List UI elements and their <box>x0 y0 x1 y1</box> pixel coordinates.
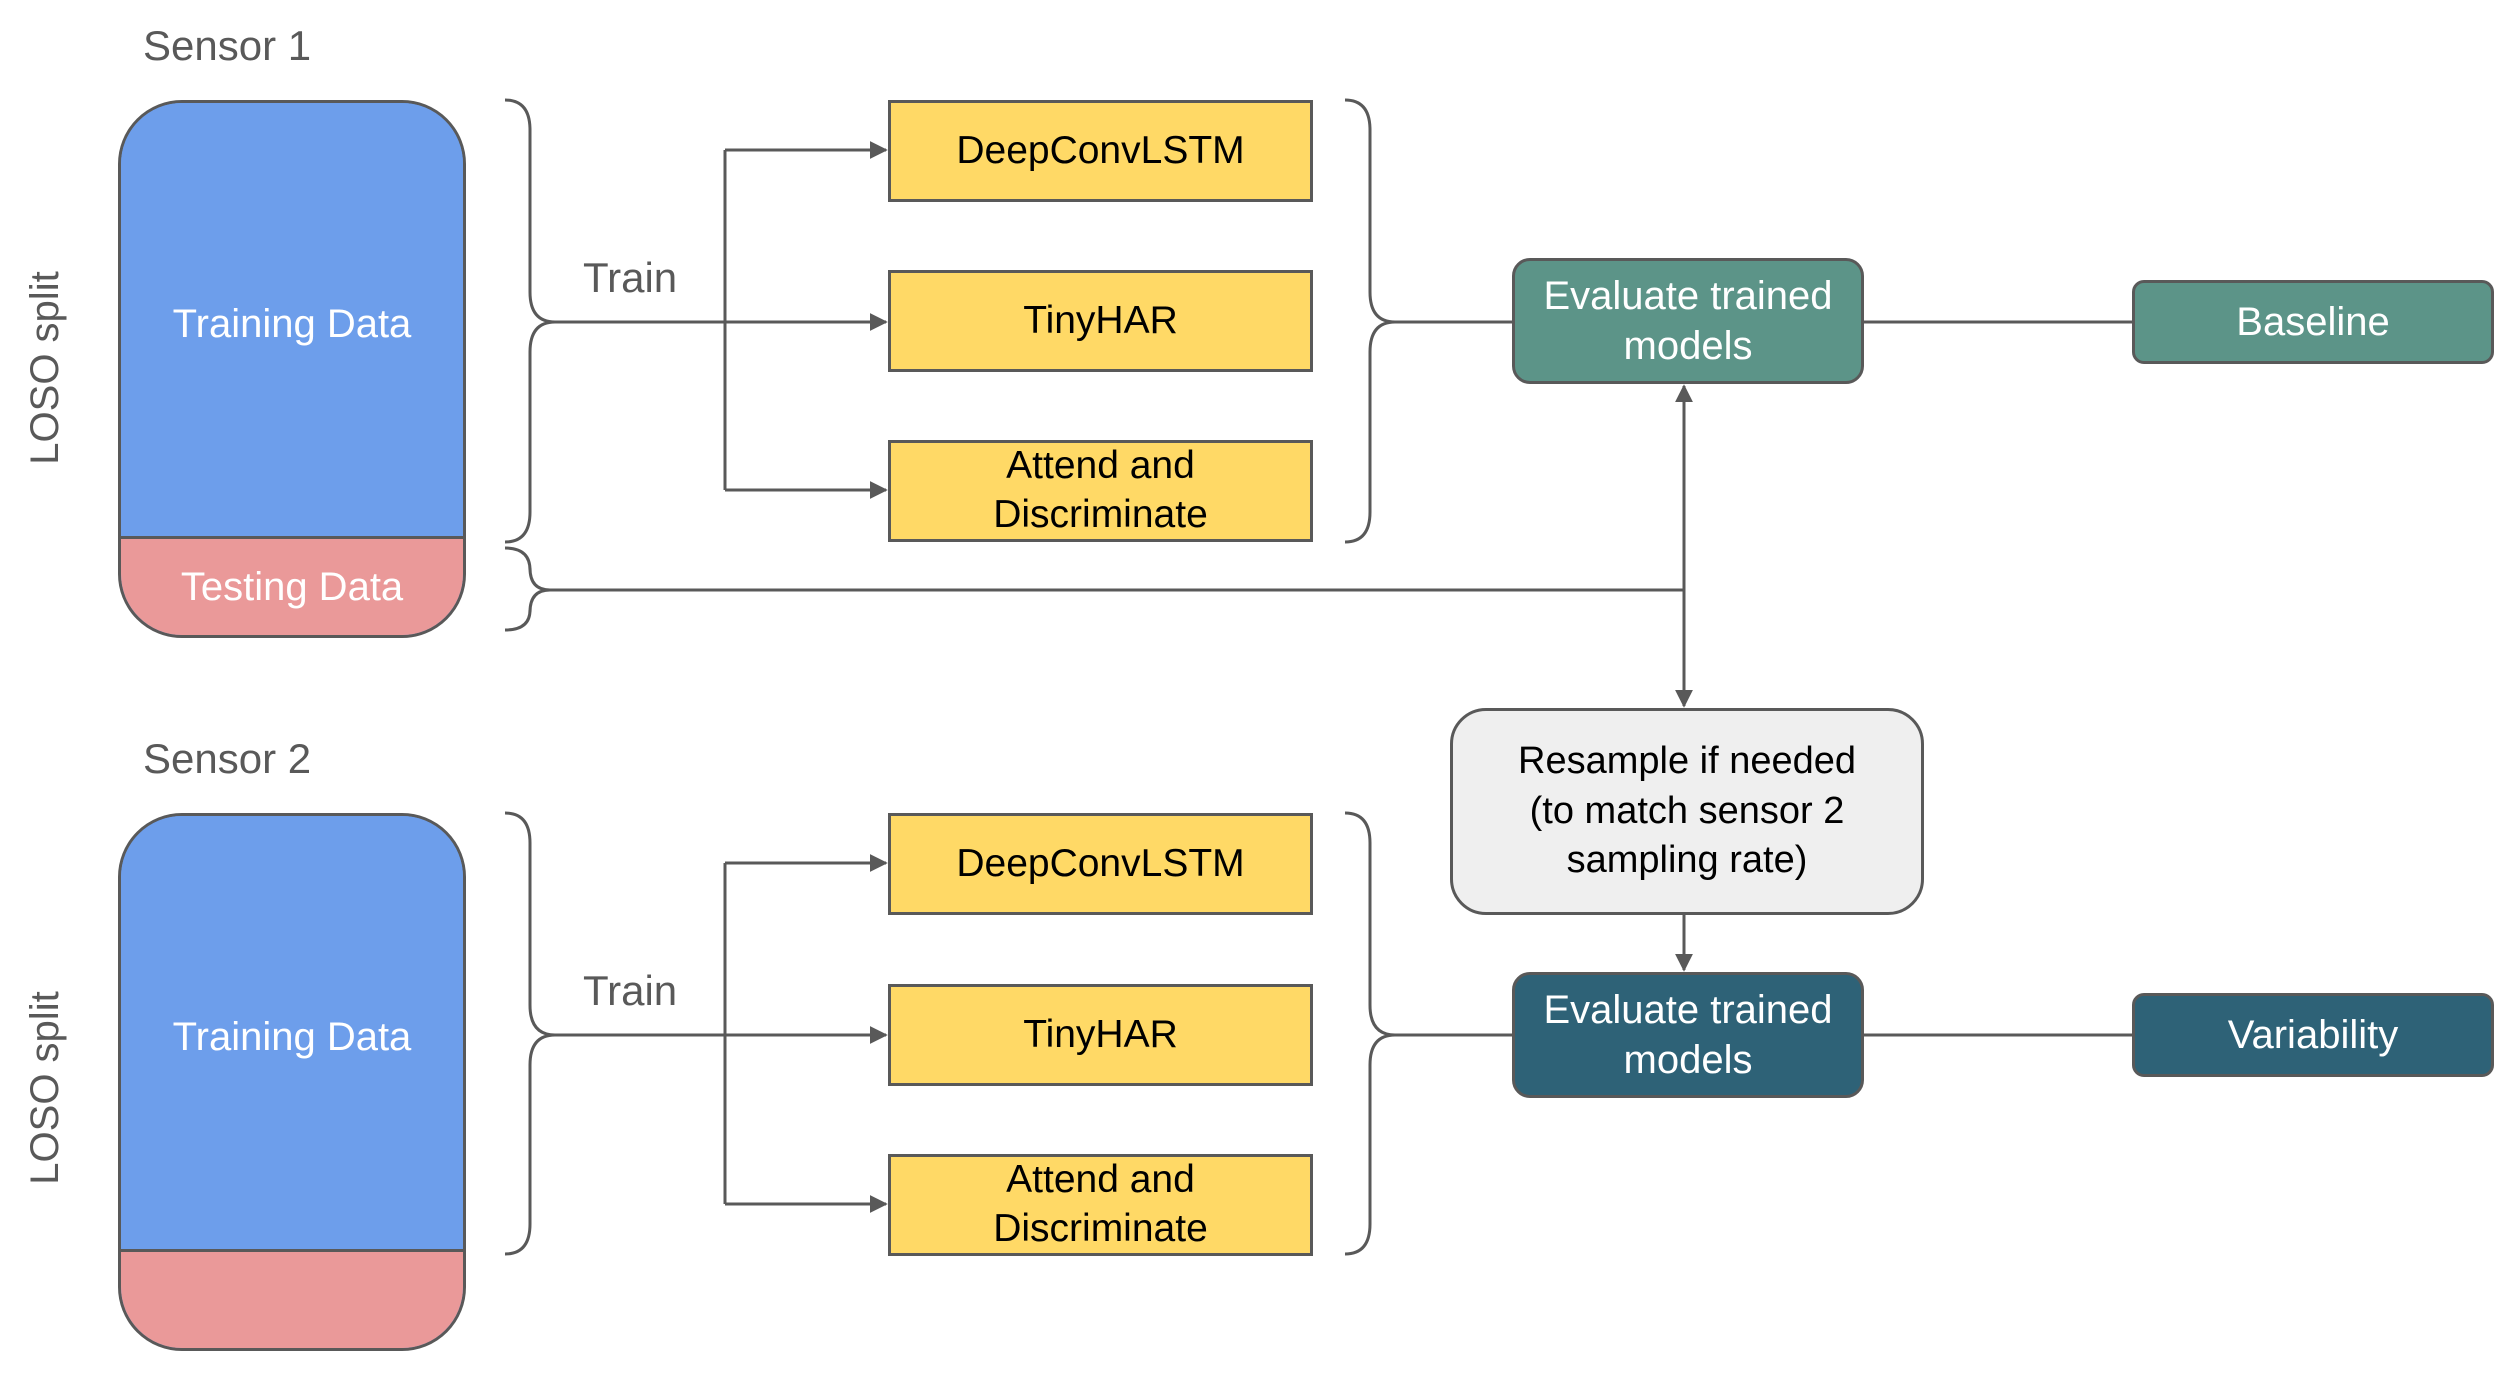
sensor1-title: Sensor 1 <box>143 22 312 69</box>
sensor1-evaluate-box: Evaluate trained models <box>1512 258 1864 384</box>
sensor1-model-attend-discriminate-label: Attend and Discriminate <box>993 444 1208 536</box>
brace-testing-sensor1 <box>504 546 551 632</box>
sensor2-model-deepconvlstm: DeepConvLSTM <box>888 813 1313 915</box>
sensor2-train-label: Train <box>583 967 678 1014</box>
sensor2-evaluate-box: Evaluate trained models <box>1512 972 1864 1098</box>
resample-label: Resample if needed (to match sensor 2 sa… <box>1518 740 1856 882</box>
sensor1-model-tinyhar-label: TinyHAR <box>1023 298 1178 342</box>
baseline-label: Baseline <box>2236 300 2390 344</box>
sensor2-title: Sensor 2 <box>143 735 312 782</box>
sensor1-evaluate-label: Evaluate trained models <box>1543 274 1833 368</box>
sensor2-model-deepconvlstm-label: DeepConvLSTM <box>956 841 1245 885</box>
sensor2-loso-split-label: LOSO split <box>22 991 67 1185</box>
sensor2-model-attend-discriminate: Attend and Discriminate <box>888 1154 1313 1256</box>
sensor1-loso-split-label: LOSO split <box>22 271 67 465</box>
brace-models-sensor1 <box>1344 98 1396 544</box>
variability-label: Variability <box>2227 1013 2399 1057</box>
sensor2-model-tinyhar: TinyHAR <box>888 984 1313 1086</box>
sensor2-model-attend-discriminate-label: Attend and Discriminate <box>993 1158 1208 1250</box>
sensor1-model-tinyhar: TinyHAR <box>888 270 1313 372</box>
resample-box: Resample if needed (to match sensor 2 sa… <box>1450 708 1924 915</box>
brace-models-sensor2 <box>1344 811 1396 1256</box>
sensor2-evaluate-label: Evaluate trained models <box>1543 988 1833 1082</box>
variability-box: Variability <box>2132 993 2494 1077</box>
sensor1-datastore: Training Data Testing Data <box>118 100 466 638</box>
sensor1-model-deepconvlstm: DeepConvLSTM <box>888 100 1313 202</box>
brace-training-sensor1 <box>504 98 556 544</box>
sensor2-datastore: Training Data <box>118 813 466 1351</box>
sensor2-training-data: Training Data <box>121 816 463 1258</box>
sensor1-testing-data: Testing Data <box>121 536 463 635</box>
sensor2-model-tinyhar-label: TinyHAR <box>1023 1012 1178 1056</box>
sensor1-training-data: Training Data <box>121 103 463 545</box>
sensor1-model-attend-discriminate: Attend and Discriminate <box>888 440 1313 542</box>
brace-training-sensor2 <box>504 811 556 1256</box>
baseline-box: Baseline <box>2132 280 2494 364</box>
sensor1-train-label: Train <box>583 254 678 301</box>
sensor2-testing-data <box>121 1249 463 1348</box>
sensor1-model-deepconvlstm-label: DeepConvLSTM <box>956 128 1245 172</box>
